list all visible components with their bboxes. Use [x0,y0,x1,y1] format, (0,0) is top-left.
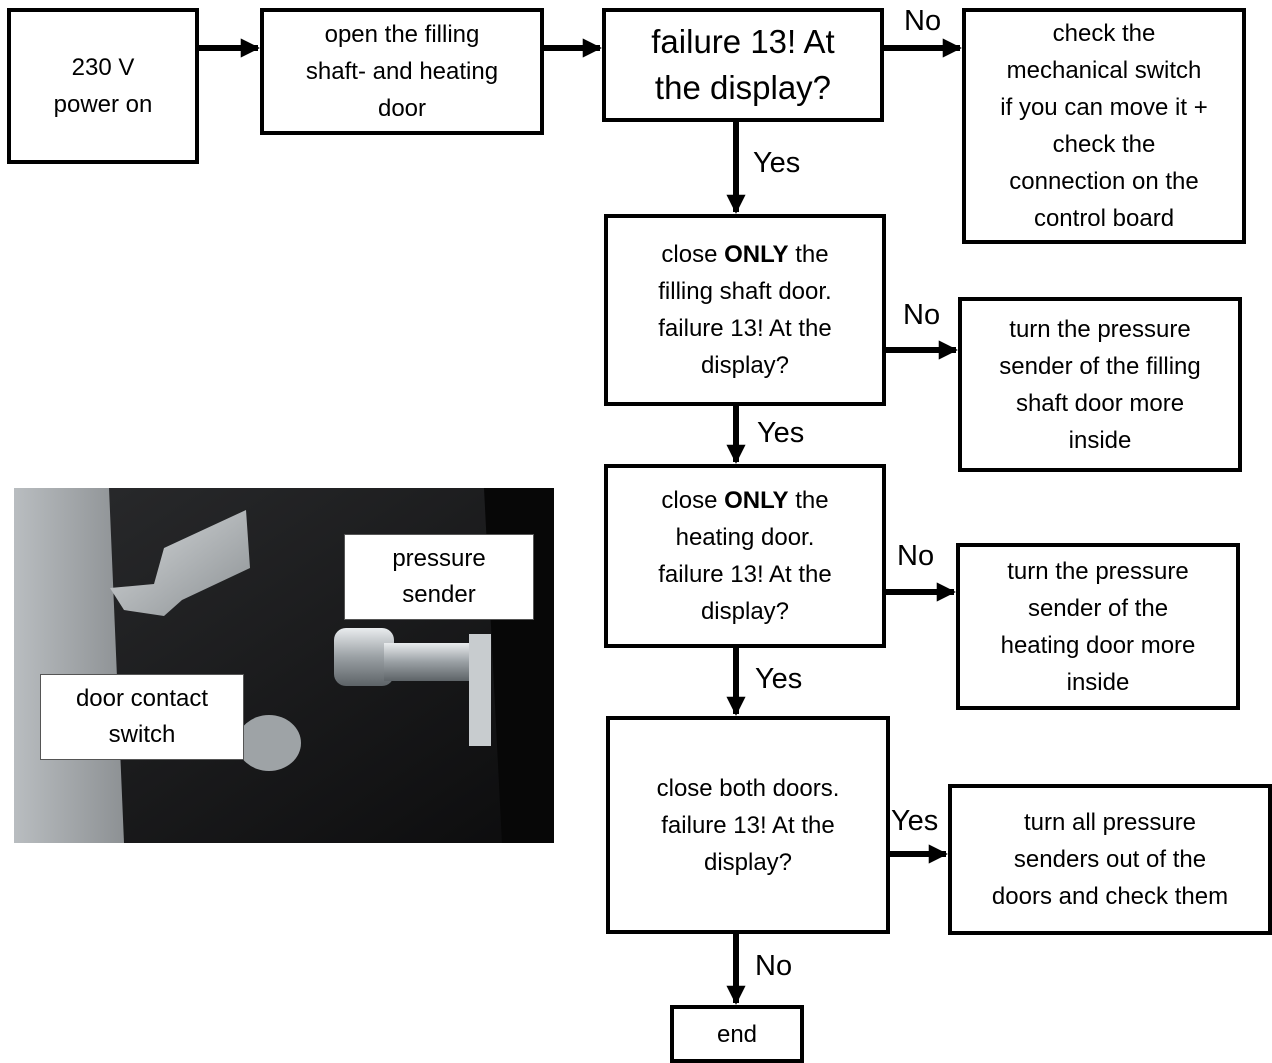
q2-yes-label: Yes [757,417,805,449]
pressure-sender-line-1: pressure [392,545,486,572]
door-contact-switch-callout: door contact switch [40,674,244,760]
q1-line-2: the display? [654,69,832,106]
open-doors-line-3: door [377,95,427,122]
q2-line-4: display? [700,352,790,379]
fix-all-line-2: senders out of the [1013,846,1207,873]
photo-bolt-head [334,628,394,686]
fix-heating-line-2: sender of the [1027,594,1169,622]
q3-line-1: close ONLY the [661,487,829,514]
door-switch-photo: pressure sender door contact switch [14,488,554,843]
q1-line-1: failure 13! At [651,23,835,60]
fix-heating-door-box: turn the pressure sender of the heating … [956,543,1240,710]
q3-line-2: heating door. [675,524,815,551]
check-switch-box: check the mechanical switch if you can m… [962,8,1246,244]
q3-yes-label: Yes [755,663,803,695]
q1-yes-label: Yes [753,147,801,179]
q2-line-3: failure 13! At the [658,315,832,342]
photo-bolt-nut [469,634,491,746]
fix-all-line-3: doors and check them [991,883,1229,910]
q1-no-label: No [904,5,942,37]
fix-heating-line-1: turn the pressure [1007,557,1189,585]
check-switch-line-3: if you can move it + [1000,94,1208,121]
fix-filling-door-box: turn the pressure sender of the filling … [958,297,1242,472]
fix-all-senders-box: turn all pressure senders out of the doo… [948,784,1272,935]
check-switch-line-1: check the [1052,20,1156,47]
q2-filling-door-box: close ONLY the filling shaft door. failu… [604,214,886,406]
pressure-sender-line-2: sender [402,581,476,608]
photo-switch-knob [237,715,301,771]
q3-heating-door-box: close ONLY the heating door. failure 13!… [604,464,886,648]
pressure-sender-callout: pressure sender [344,534,534,620]
check-switch-line-6: control board [1033,205,1175,232]
fix-filling-line-4: inside [1068,426,1132,454]
fix-filling-line-1: turn the pressure [1009,315,1191,343]
check-switch-line-4: check the [1052,131,1156,158]
q3-no-label: No [897,540,935,572]
door-contact-line-1: door contact [75,685,209,712]
q4-no-label: No [755,950,793,982]
fix-filling-line-3: shaft door more [1015,389,1185,417]
q3-line-4: display? [700,598,790,625]
q2-no-label: No [903,299,941,331]
fix-heating-line-4: inside [1066,668,1130,696]
check-switch-line-5: connection on the [1009,168,1199,195]
q2-line-1: close ONLY the [661,241,829,268]
open-doors-line-1: open the filling [324,21,480,48]
q4-yes-label: Yes [891,805,939,837]
q4-both-doors-box: close both doors. failure 13! At the dis… [606,716,890,934]
fix-all-line-1: turn all pressure [1023,809,1197,836]
q1-failure-box: failure 13! At the display? [602,8,884,122]
photo-metal-bracket [110,510,250,616]
door-contact-line-2: switch [108,721,176,748]
photo-bolt-thread [384,643,484,681]
q2-line-2: filling shaft door. [658,278,832,305]
open-doors-box: open the filling shaft- and heating door [260,8,544,135]
power-on-line-1: 230 V [71,54,135,81]
end-box: end [670,1005,804,1063]
q4-line-2: failure 13! At the [661,811,835,839]
q2-only-emphasis: ONLY [724,241,789,268]
q4-line-1: close both doors. [656,774,840,802]
photo-grey-wall [14,488,124,843]
power-on-line-2: power on [53,91,153,118]
open-doors-line-2: shaft- and heating [305,58,499,85]
fix-filling-line-2: sender of the filling [999,352,1201,380]
fix-heating-line-3: heating door more [1000,631,1196,659]
power-on-box: 230 V power on [7,8,199,164]
end-label: end [716,1020,758,1048]
q4-line-3: display? [703,848,793,876]
q3-line-3: failure 13! At the [658,561,832,588]
q3-only-emphasis: ONLY [724,487,789,514]
check-switch-line-2: mechanical switch [1006,57,1202,84]
